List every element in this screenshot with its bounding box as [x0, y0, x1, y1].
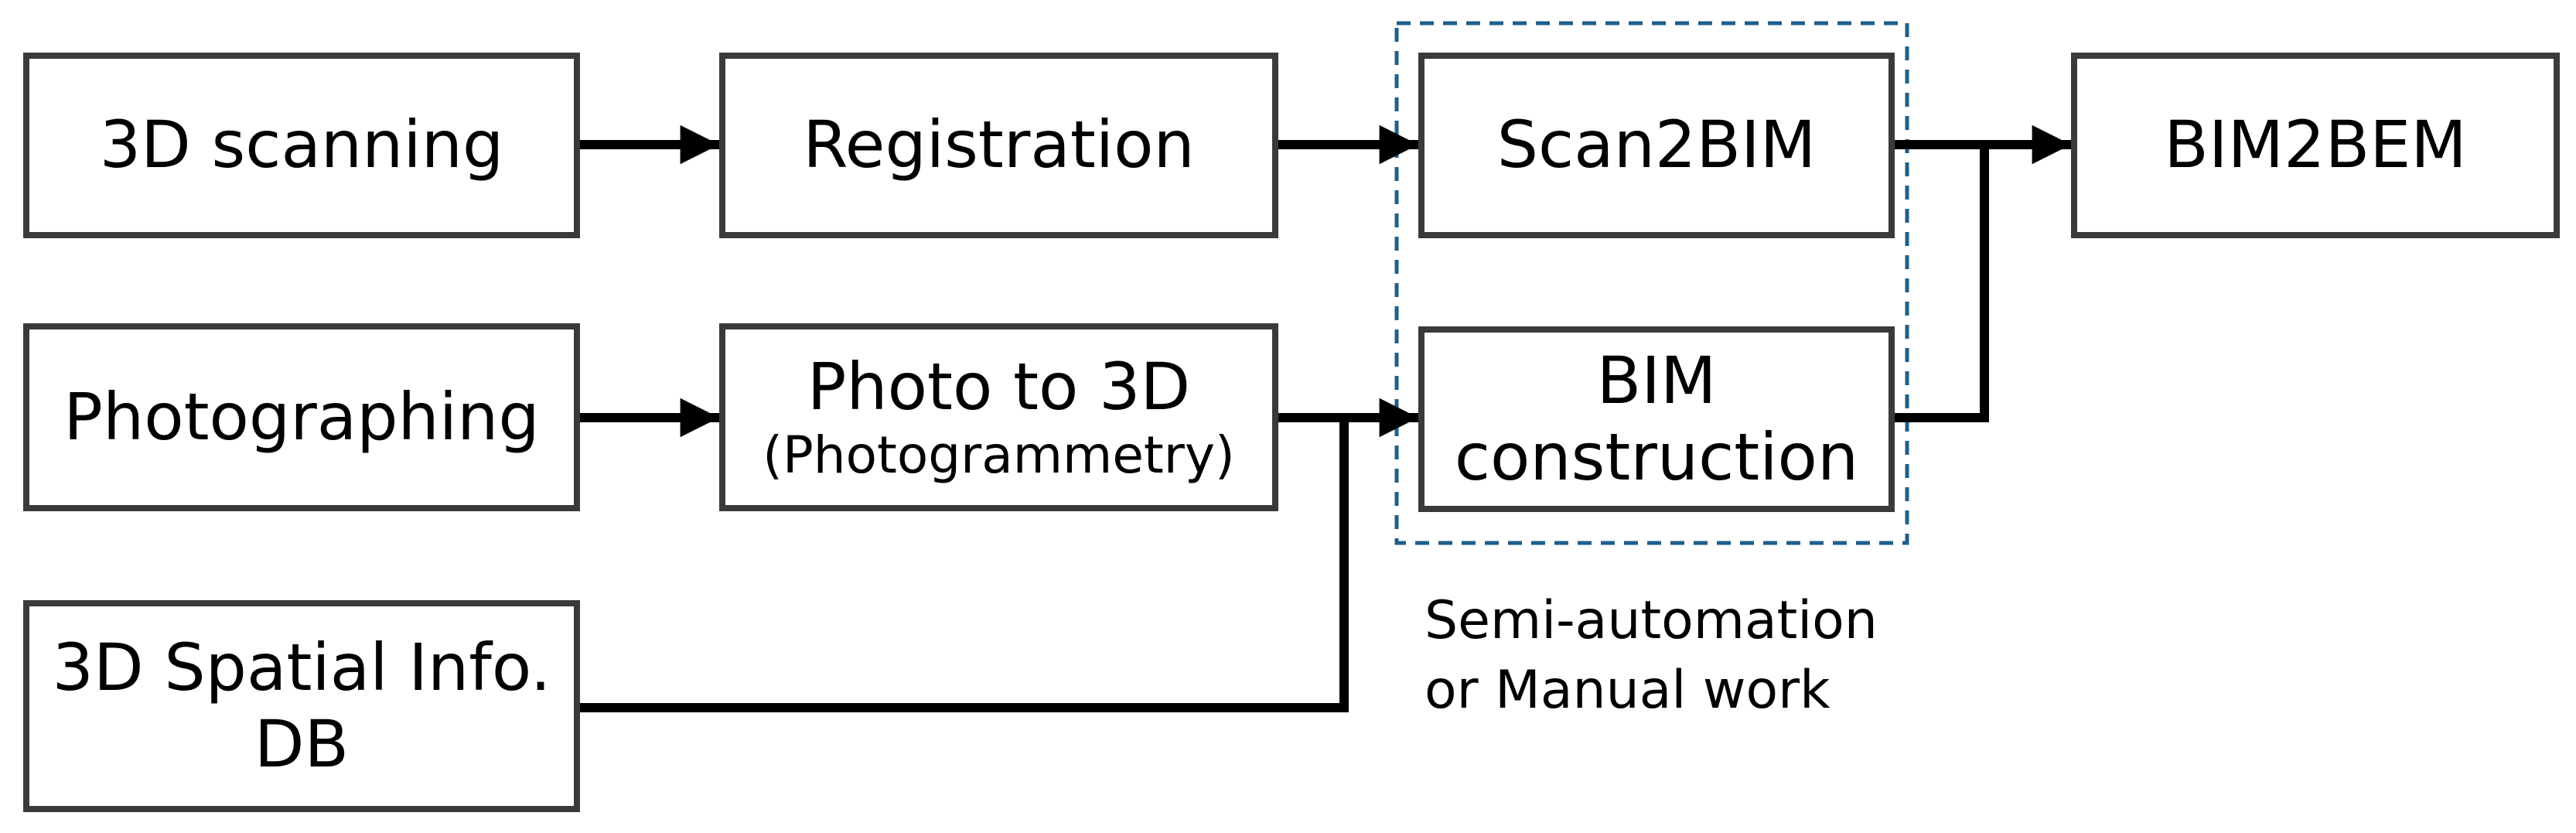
box-3d-spatial-info-db-line1: 3D Spatial Info.	[52, 629, 551, 705]
manual-work-group-border	[1394, 21, 1909, 545]
box-photo-to-3d: Photo to 3D (Photogrammetry)	[719, 323, 1278, 511]
box-3d-spatial-info-db-line2: DB	[254, 706, 350, 782]
caption-line-2: or Manual work	[1424, 659, 1830, 721]
manual-work-group-caption: Semi-automation or Manual work	[1424, 586, 1878, 725]
box-bim-construction-line2: construction	[1454, 419, 1859, 495]
box-3d-spatial-info-db: 3D Spatial Info. DB	[23, 600, 580, 812]
box-registration: Registration	[719, 53, 1278, 238]
box-scan2bim: Scan2BIM	[1418, 53, 1895, 238]
caption-line-1: Semi-automation	[1424, 590, 1878, 651]
connector-spatial-db-to-bim-construction	[580, 418, 1349, 712]
box-bim-construction: BIM construction	[1418, 326, 1895, 512]
box-photo-to-3d-label: Photo to 3D	[807, 349, 1191, 425]
box-photographing: Photographing	[23, 323, 580, 511]
box-3d-scanning: 3D scanning	[23, 53, 580, 238]
box-3d-scanning-label: 3D scanning	[99, 107, 504, 183]
box-registration-label: Registration	[803, 107, 1195, 183]
connector-bim-construction-to-bim2bem	[1895, 145, 1989, 422]
box-photo-to-3d-sublabel: (Photogrammetry)	[763, 425, 1235, 486]
box-bim-construction-line1: BIM	[1596, 342, 1717, 418]
box-bim2bem-label: BIM2BEM	[2164, 107, 2467, 183]
box-bim2bem: BIM2BEM	[2071, 53, 2560, 238]
box-scan2bim-label: Scan2BIM	[1496, 107, 1817, 183]
box-photographing-label: Photographing	[63, 378, 540, 455]
